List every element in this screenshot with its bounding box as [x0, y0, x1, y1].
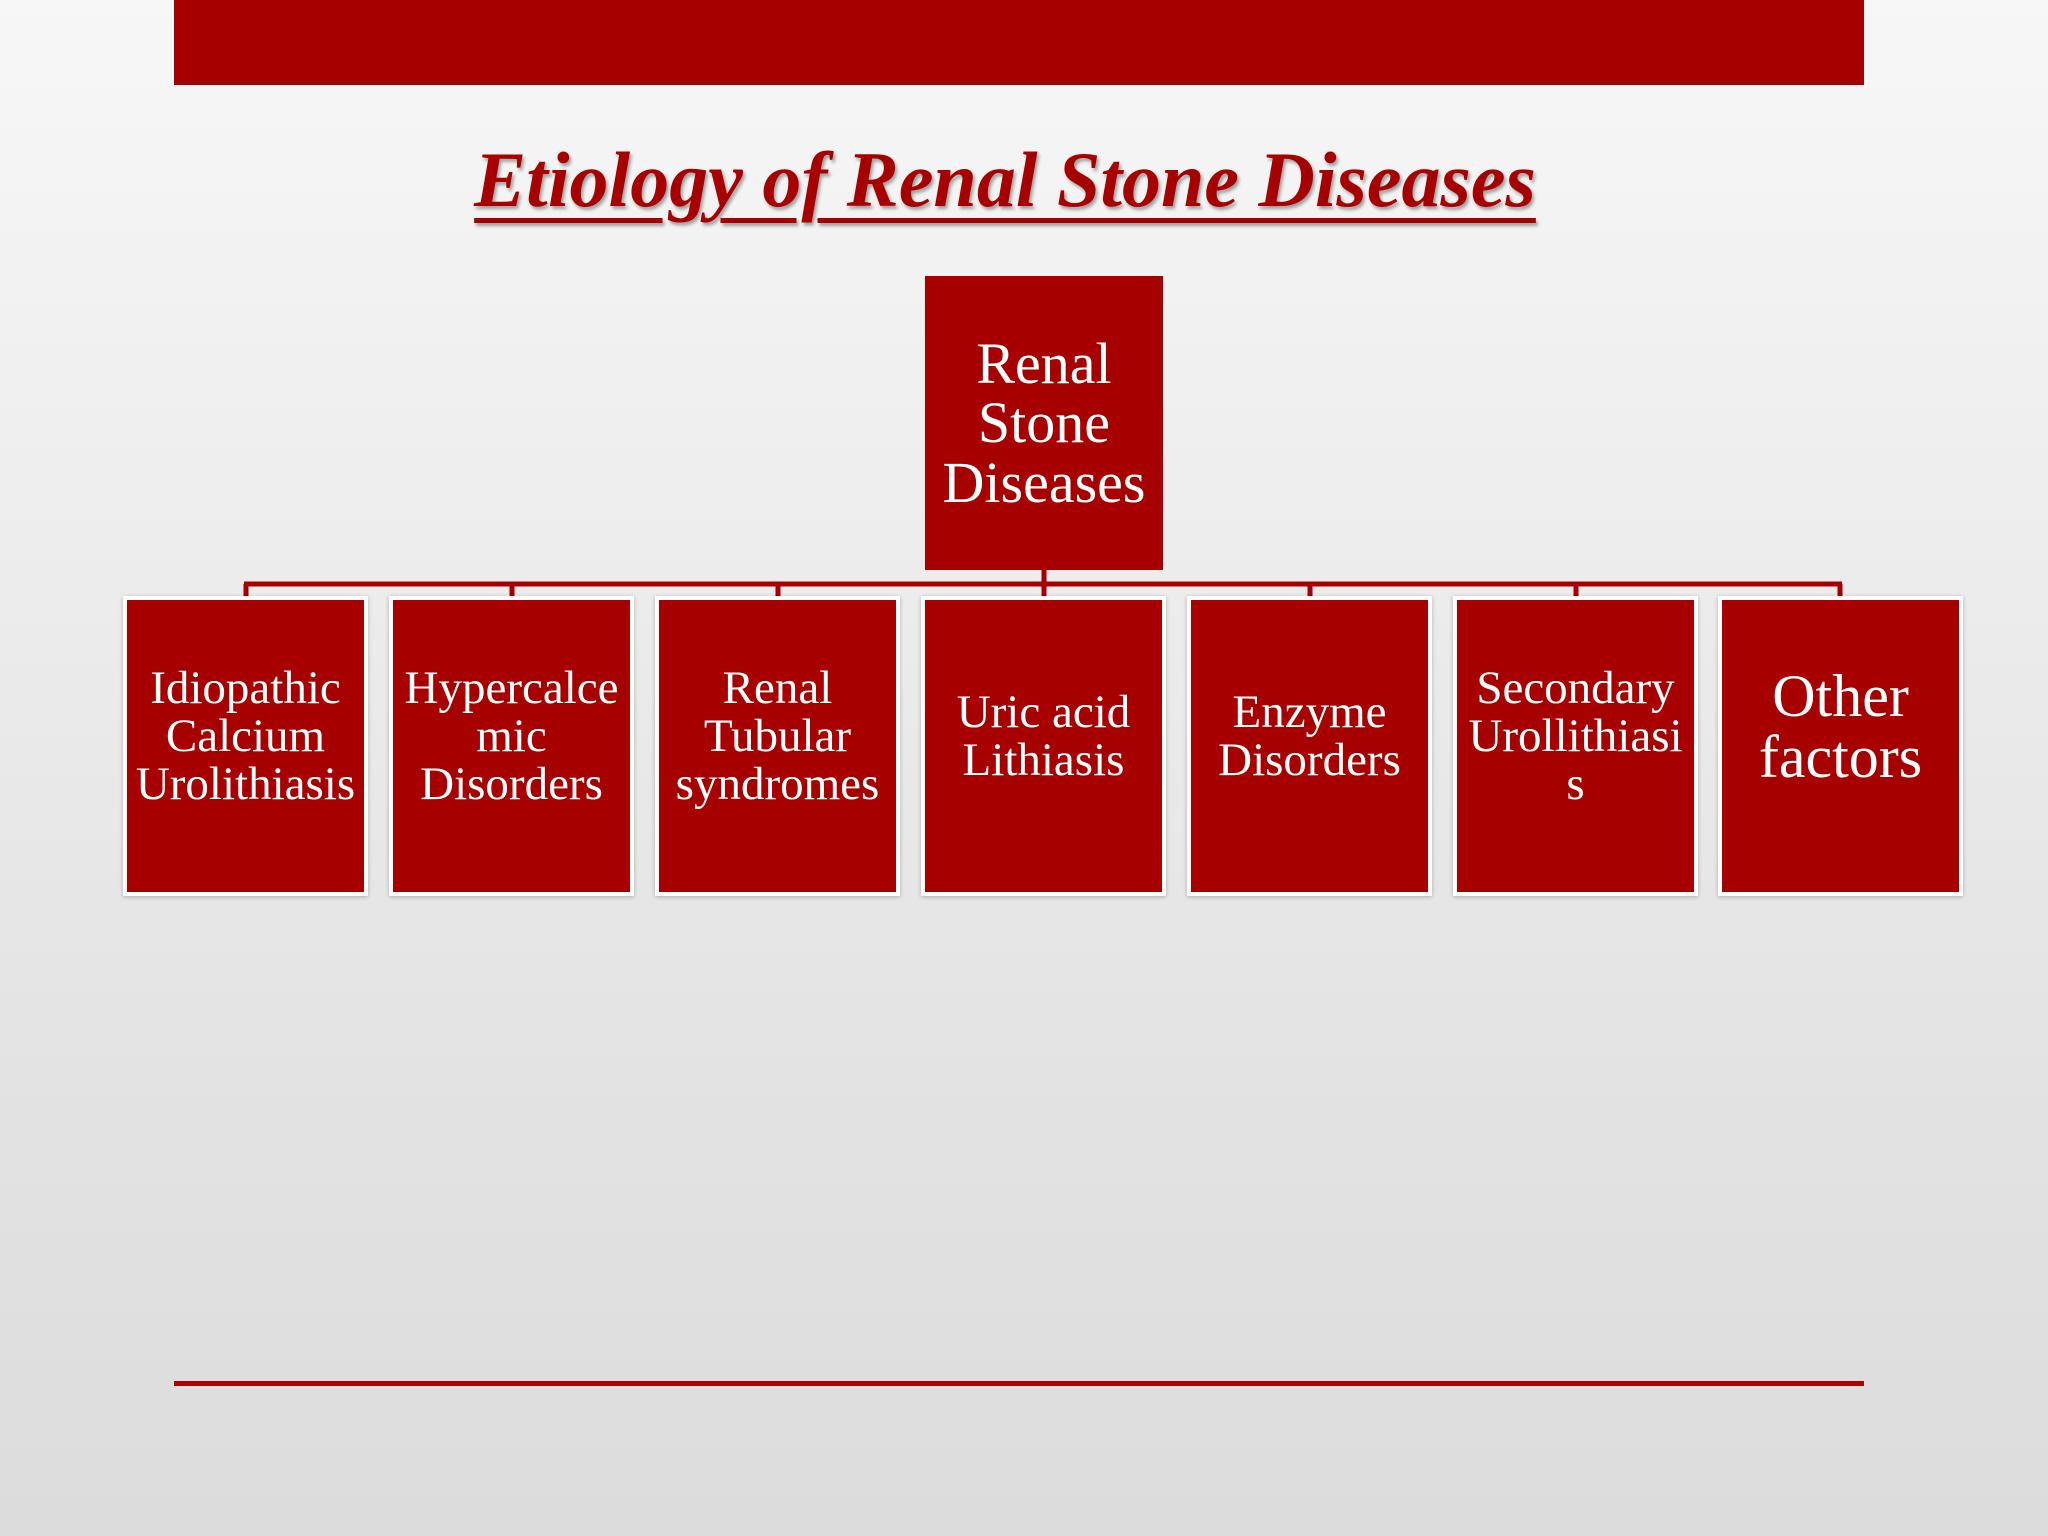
top-accent-bar [174, 0, 1864, 85]
child-node-label: Secondary Urollithiasi s [1468, 662, 1683, 810]
root-node-label: Renal Stone Diseases [942, 331, 1146, 515]
child-node-renal-tubular-syndromes: Renal Tubular syndromes [655, 596, 900, 896]
child-node-label: Hypercalce mic Disorders [404, 662, 619, 810]
child-node-label: Uric acid Lithiasis [956, 686, 1131, 786]
child-node-enzyme-disorders: Enzyme Disorders [1187, 596, 1432, 896]
child-node-other-factors: Other factors [1718, 596, 1963, 896]
child-node-secondary-urolithiasis: Secondary Urollithiasi s [1453, 596, 1698, 896]
child-node-idiopathic-calcium-urolithiasis: Idiopathic Calcium Urolithiasis [123, 596, 368, 896]
child-node-label: Other factors [1758, 662, 1923, 790]
slide-title: Etiology of Renal Stone Diseases [474, 136, 1536, 223]
child-node-label: Enzyme Disorders [1218, 686, 1401, 786]
bottom-divider [174, 1381, 1864, 1386]
child-node-label: Renal Tubular syndromes [675, 662, 880, 810]
child-node-label: Idiopathic Calcium Urolithiasis [135, 662, 356, 810]
child-node-uric-acid-lithiasis: Uric acid Lithiasis [921, 596, 1166, 896]
root-node-renal-stone-diseases: Renal Stone Diseases [925, 276, 1163, 570]
child-node-hypercalcemic-disorders: Hypercalce mic Disorders [389, 596, 634, 896]
